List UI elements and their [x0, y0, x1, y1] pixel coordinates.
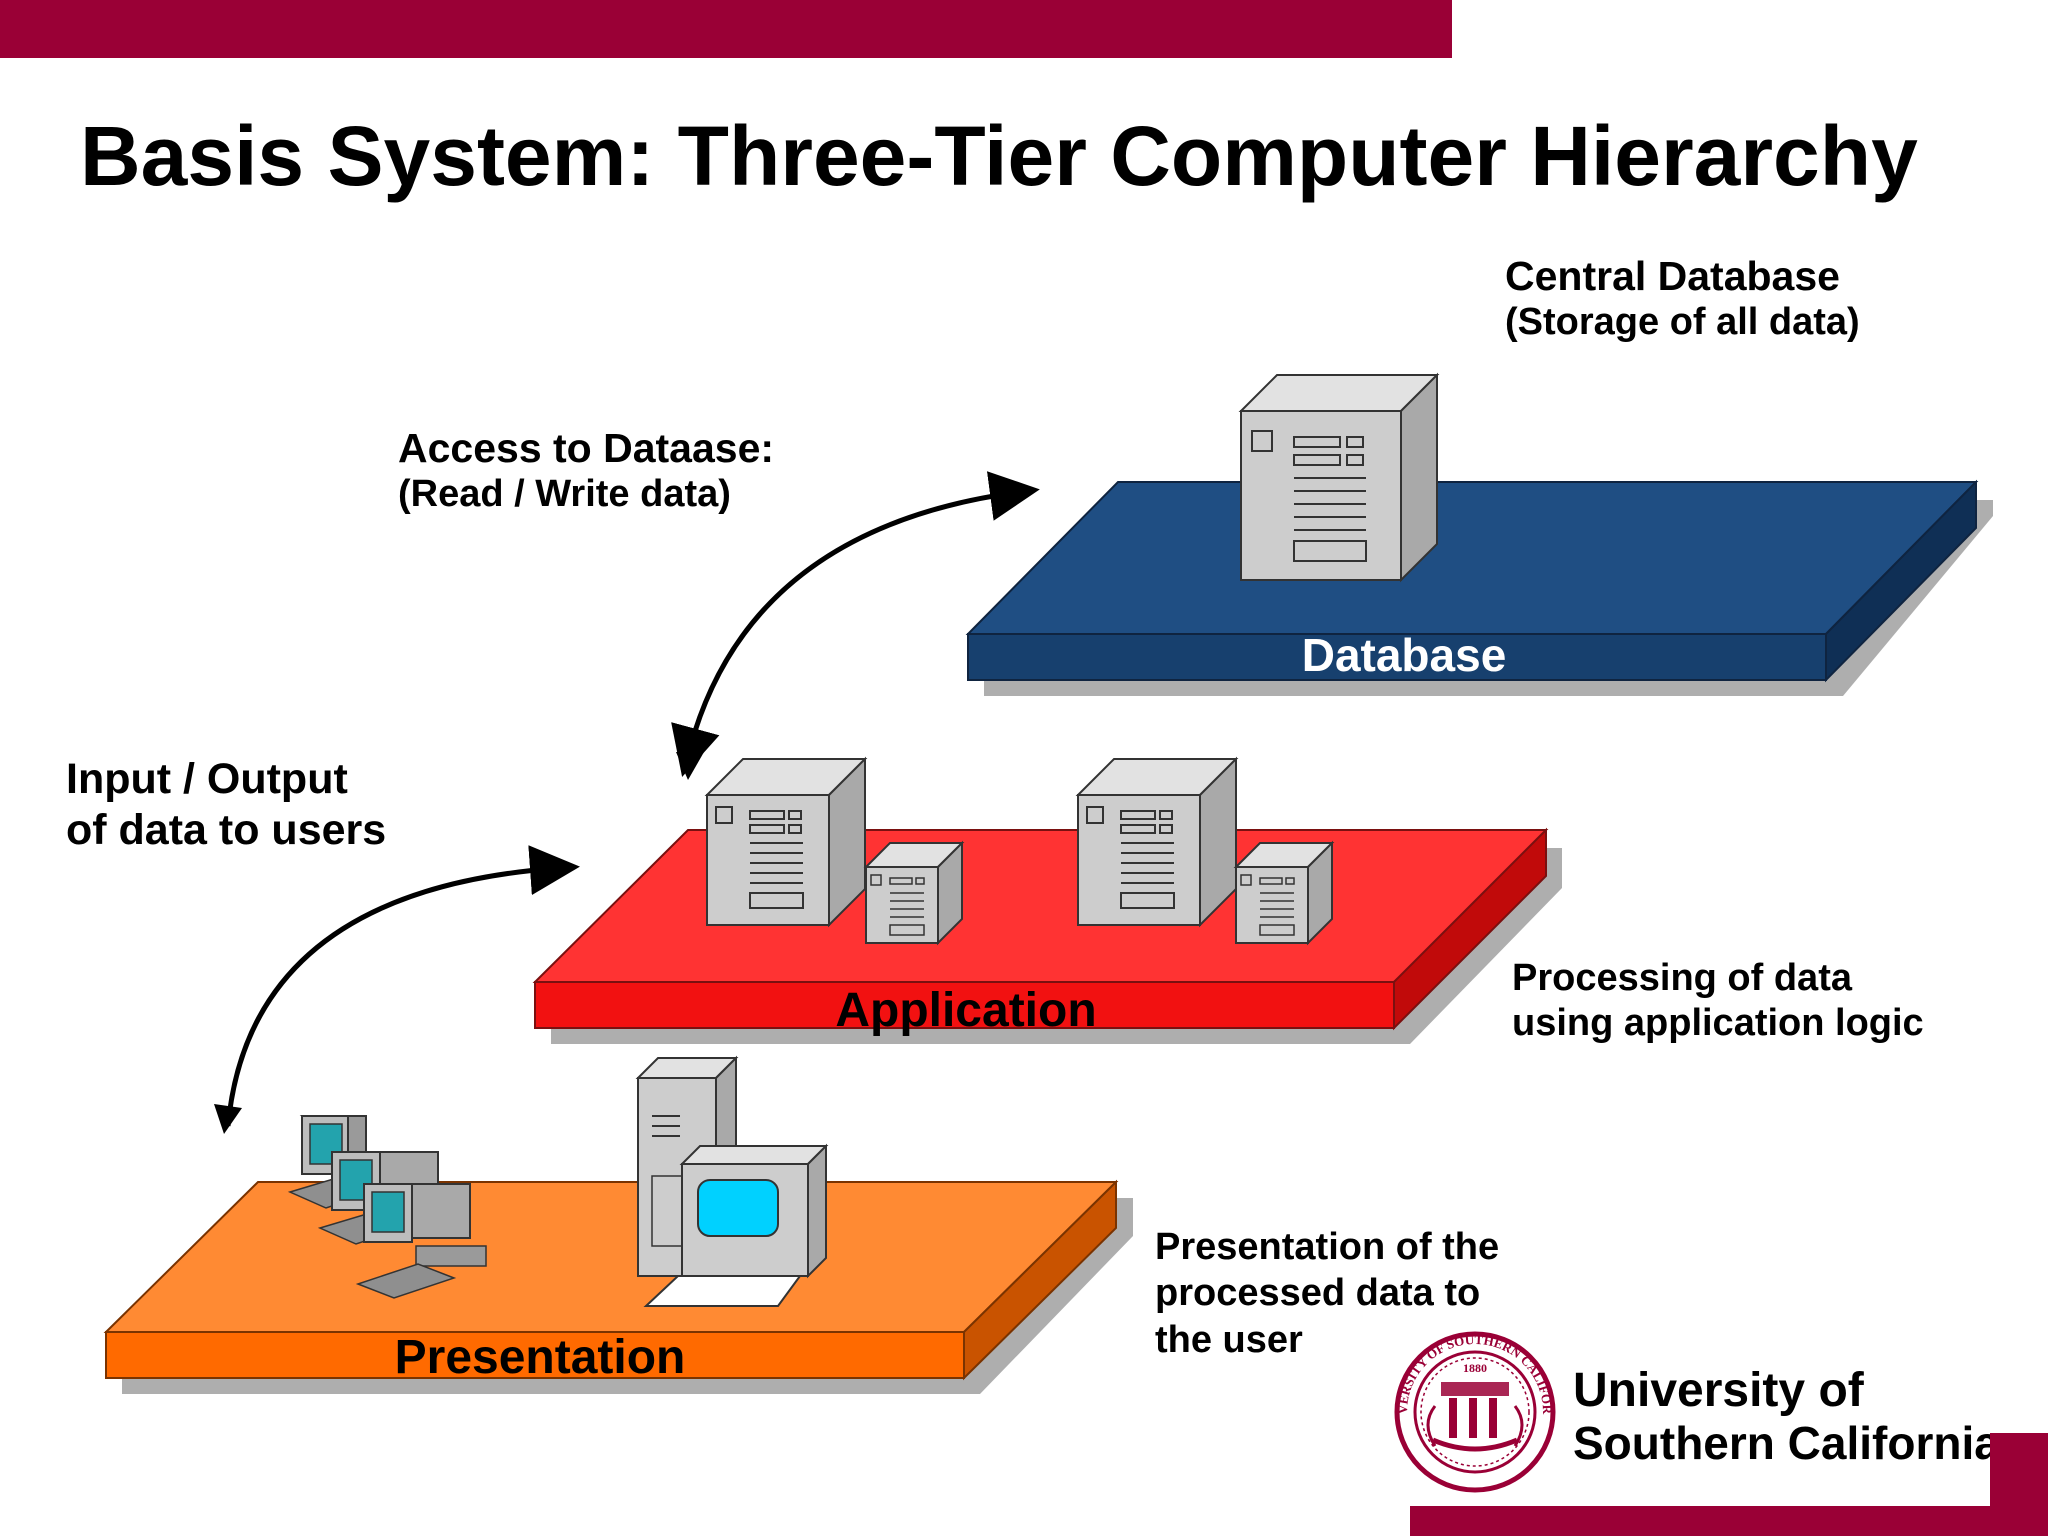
application-server-small-icon — [1233, 840, 1335, 946]
presentation-caption: Presentation of the processed data to th… — [1155, 1224, 1499, 1363]
application-tier-label: Application — [835, 984, 1096, 1037]
university-name-line2: Southern California — [1573, 1416, 2000, 1469]
io-caption-line1: Input / Output — [66, 755, 348, 803]
application-server-icon — [704, 756, 868, 928]
presentation-caption-line2: processed data to — [1155, 1272, 1481, 1315]
university-name: University of Southern California — [1573, 1364, 2000, 1469]
application-caption-line2: using application logic — [1512, 1001, 1924, 1044]
access-caption-line2: (Read / Write data) — [398, 473, 731, 516]
desktop-pc-icon — [635, 1055, 829, 1307]
application-server-icon — [1075, 756, 1239, 928]
presentation-tier-label: Presentation — [395, 1331, 686, 1384]
access-caption: Access to Dataase: (Read / Write data) — [398, 424, 774, 517]
slide-title: Basis System: Three-Tier Computer Hierar… — [80, 109, 1918, 203]
database-tier-label: Database — [1302, 629, 1507, 681]
workstation-icon — [355, 1183, 487, 1299]
io-arrow-head-down — [214, 1104, 242, 1134]
top-accent-bar — [0, 0, 1452, 58]
application-server-small-icon — [863, 840, 965, 946]
seal-year: 1880 — [1463, 1361, 1487, 1375]
presentation-caption-line1: Presentation of the — [1155, 1226, 1500, 1268]
database-server-icon — [1238, 372, 1440, 583]
database-caption: Central Database (Storage of all data) — [1505, 252, 1860, 345]
usc-seal-icon: UNIVERSITY OF SOUTHERN CALIFORNIA 1880 — [1394, 1331, 1556, 1493]
io-caption-line2: of data to users — [66, 805, 387, 854]
university-name-line1: University of — [1573, 1364, 1864, 1417]
access-caption-line1: Access to Dataase: — [398, 425, 775, 471]
application-caption: Processing of data using application log… — [1512, 956, 1924, 1046]
bottom-accent-bar — [1410, 1506, 2048, 1536]
io-caption: Input / Output of data to users — [66, 754, 386, 855]
database-platform — [965, 479, 1993, 696]
database-caption-line2: (Storage of all data) — [1505, 301, 1860, 344]
access-arrow-head-down — [676, 752, 704, 780]
access-arrow — [671, 471, 1040, 777]
application-caption-line1: Processing of data — [1512, 957, 1852, 999]
presentation-platform — [103, 1179, 1133, 1394]
presentation-caption-line3: the user — [1155, 1318, 1303, 1361]
database-caption-line1: Central Database — [1505, 253, 1840, 299]
io-arrow — [225, 845, 580, 1127]
